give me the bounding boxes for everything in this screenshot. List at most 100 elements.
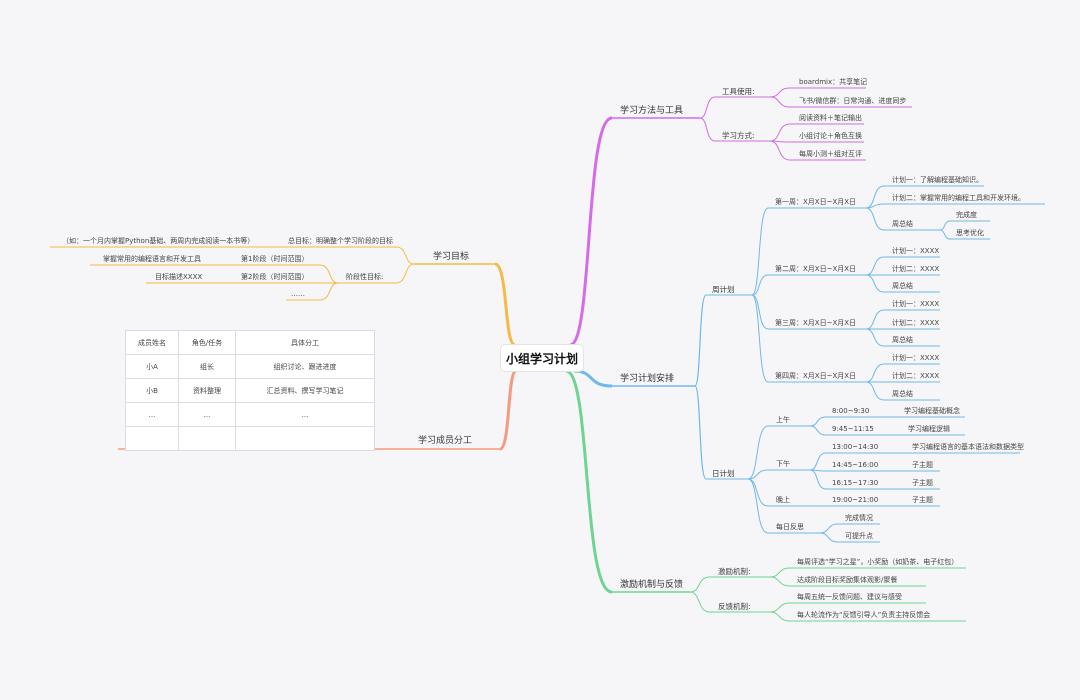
node-week-1[interactable]: 第一周：X月X日~X月X日 bbox=[775, 198, 857, 206]
branch-methods[interactable]: 学习方法与工具 bbox=[620, 106, 684, 116]
node-tools[interactable]: 工具使用: bbox=[722, 87, 755, 96]
node-afternoon-time-3[interactable]: 16:15~17:30 bbox=[832, 479, 879, 487]
connector bbox=[809, 425, 827, 436]
node-feedback[interactable]: 反馈机制: bbox=[718, 602, 751, 611]
connector bbox=[809, 452, 827, 471]
node-week4-plan1[interactable]: 计划一：XXXX bbox=[892, 354, 940, 362]
node-afternoon[interactable]: 下午 bbox=[776, 460, 790, 468]
node-overall-goal-detail[interactable]: （如：一个月内掌握Python基础、两周内完成阅读一本书等） bbox=[62, 237, 255, 245]
table-cell[interactable]: 组长 bbox=[178, 354, 236, 379]
connector bbox=[769, 602, 791, 613]
node-morning-task-1[interactable]: 学习编程基础概念 bbox=[904, 407, 960, 415]
branch-schedule[interactable]: 学习计划安排 bbox=[620, 374, 675, 384]
node-reflection[interactable]: 每日反思 bbox=[776, 523, 804, 531]
node-stage-2[interactable]: 第2阶段（时间范围） bbox=[241, 273, 309, 281]
node-incentive-1[interactable]: 每周评选“学习之星”，小奖励（如奶茶、电子红包） bbox=[797, 558, 959, 566]
node-evening[interactable]: 晚上 bbox=[776, 496, 790, 504]
connector bbox=[751, 274, 769, 296]
node-stage-1[interactable]: 第1阶段（时间范围） bbox=[241, 255, 309, 263]
branch-motivation[interactable]: 激励机制与反馈 bbox=[620, 580, 684, 590]
node-stage-1-detail[interactable]: 掌握常用的编程语言和开发工具 bbox=[103, 255, 201, 263]
branch-goals[interactable]: 学习目标 bbox=[433, 252, 470, 262]
node-feedback-2[interactable]: 每人轮流作为“反馈引导人”负责主持反馈会 bbox=[797, 611, 931, 619]
node-stage-more[interactable]: …… bbox=[291, 290, 305, 298]
node-morning-task-2[interactable]: 学习编程逻辑 bbox=[908, 425, 950, 433]
node-week3-summary[interactable]: 周总结 bbox=[892, 336, 913, 344]
node-tool-feishu[interactable]: 飞书/微信群：日常沟通、进度同步 bbox=[799, 97, 907, 105]
table-cell[interactable] bbox=[125, 426, 179, 451]
node-week1-plan2[interactable]: 计划二：掌握常用的编程工具和开发环境。 bbox=[892, 194, 1025, 202]
connector bbox=[939, 229, 951, 240]
table-cell[interactable]: ... bbox=[235, 402, 375, 427]
node-reflection-done[interactable]: 完成情况 bbox=[845, 514, 873, 522]
connector bbox=[699, 117, 716, 142]
connector bbox=[751, 294, 769, 383]
node-overall-goal[interactable]: 总目标：明确整个学习阶段的目标 bbox=[288, 237, 393, 245]
node-afternoon-task-3[interactable]: 子主题 bbox=[912, 479, 933, 487]
connector bbox=[939, 220, 951, 231]
node-morning-time-2[interactable]: 9:45~11:15 bbox=[832, 425, 874, 433]
node-afternoon-task-1[interactable]: 学习编程语言的基本语法和数据类型 bbox=[912, 443, 1024, 451]
node-incentive-2[interactable]: 达成阶段目标奖励集体观影/聚餐 bbox=[797, 576, 898, 584]
node-week2-plan2[interactable]: 计划二：XXXX bbox=[892, 265, 940, 273]
node-week2-plan1[interactable]: 计划一：XXXX bbox=[892, 247, 940, 255]
connector bbox=[694, 385, 707, 480]
connector-methods bbox=[569, 116, 613, 347]
node-stage-2-detail[interactable]: 目标描述XXXX bbox=[155, 273, 203, 281]
node-week3-plan2[interactable]: 计划二：XXXX bbox=[892, 319, 940, 327]
connector bbox=[769, 87, 791, 98]
node-week1-plan1[interactable]: 计划一：了解编程基础知识。 bbox=[892, 176, 983, 184]
table-cell[interactable]: 资料整理 bbox=[178, 378, 236, 403]
connector bbox=[689, 576, 711, 593]
connector bbox=[395, 246, 415, 265]
node-afternoon-task-2[interactable]: 子主题 bbox=[912, 461, 933, 469]
table-cell[interactable]: ... bbox=[125, 402, 179, 427]
node-morning-time-1[interactable]: 8:00~9:30 bbox=[832, 407, 870, 415]
connector bbox=[865, 363, 885, 383]
node-evening-time-1[interactable]: 19:00~21:00 bbox=[832, 496, 879, 504]
node-ways[interactable]: 学习方式: bbox=[722, 131, 755, 140]
node-morning[interactable]: 上午 bbox=[776, 416, 790, 424]
node-stage-goals[interactable]: 阶段性目标: bbox=[346, 273, 384, 281]
table-cell[interactable] bbox=[235, 426, 375, 451]
node-weekly[interactable]: 周计划 bbox=[712, 285, 735, 294]
root-node[interactable]: 小组学习计划 bbox=[501, 345, 583, 371]
node-incentive[interactable]: 激励机制: bbox=[718, 567, 751, 576]
node-feedback-1[interactable]: 每周五统一反馈问题、建议与感受 bbox=[797, 593, 902, 601]
node-afternoon-time-2[interactable]: 14:45~16:00 bbox=[832, 461, 879, 469]
node-afternoon-time-1[interactable]: 13:00~14:30 bbox=[832, 443, 879, 451]
node-week-3[interactable]: 第三周：X月X日~X月X日 bbox=[775, 319, 857, 327]
table-cell[interactable]: 小B bbox=[125, 378, 179, 403]
connector bbox=[865, 328, 885, 347]
node-way-2[interactable]: 小组讨论＋角色互换 bbox=[799, 132, 862, 140]
node-week2-summary[interactable]: 周总结 bbox=[892, 282, 913, 290]
table-cell[interactable] bbox=[178, 426, 236, 451]
table-cell[interactable]: 汇总资料、撰写学习笔记 bbox=[235, 378, 375, 403]
node-week1-summary[interactable]: 周总结 bbox=[892, 220, 913, 228]
connector bbox=[747, 469, 769, 480]
table-cell[interactable]: 组织讨论、跟进进度 bbox=[235, 354, 375, 379]
connector bbox=[769, 567, 791, 578]
node-reflection-improve[interactable]: 可提升点 bbox=[845, 532, 873, 540]
node-evening-task-1[interactable]: 子主题 bbox=[912, 496, 933, 504]
connector-members bbox=[498, 369, 518, 451]
node-week-4[interactable]: 第四周：X月X日~X月X日 bbox=[775, 372, 857, 380]
node-week1-reflect[interactable]: 思考优化 bbox=[956, 229, 984, 237]
connector bbox=[769, 140, 791, 161]
node-week4-plan2[interactable]: 计划二：XXXX bbox=[892, 372, 940, 380]
node-week1-completion[interactable]: 完成度 bbox=[956, 211, 977, 219]
node-daily[interactable]: 日计划 bbox=[712, 469, 735, 478]
node-way-1[interactable]: 阅读资料＋笔记输出 bbox=[799, 114, 862, 122]
connector bbox=[769, 611, 791, 622]
table-cell[interactable]: 小A bbox=[125, 354, 179, 379]
node-week4-summary[interactable]: 周总结 bbox=[892, 390, 913, 398]
node-week3-plan1[interactable]: 计划一：XXXX bbox=[892, 300, 940, 308]
branch-members[interactable]: 学习成员分工 bbox=[418, 436, 473, 446]
node-tool-boardmix[interactable]: boardmix：共享笔记 bbox=[799, 78, 868, 86]
node-way-3[interactable]: 每周小测＋组对互评 bbox=[799, 150, 862, 158]
table-cell[interactable]: ... bbox=[178, 402, 236, 427]
connector bbox=[865, 256, 885, 276]
node-week-2[interactable]: 第二周：X月X日~X月X日 bbox=[775, 265, 857, 273]
connector bbox=[819, 523, 839, 534]
